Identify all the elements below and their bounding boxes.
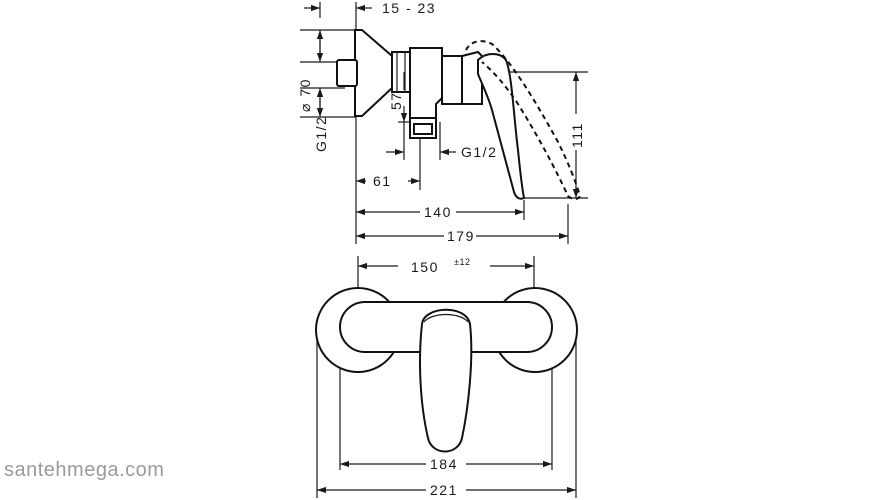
side-view: 15 - 23 ⌀ 70 G1/2 57 G1/2 61 140 179	[297, 0, 588, 244]
dim-offset-label: 15 - 23	[382, 0, 436, 16]
dim-61-label: 61	[373, 173, 392, 189]
dim-150-tolerance: ±12	[454, 257, 470, 267]
front-view: 150 ±12 184 221	[315, 256, 578, 498]
dim-diameter-label: ⌀ 70	[297, 78, 313, 112]
dim-111-label: 111	[569, 122, 585, 148]
lever-handle	[477, 53, 526, 200]
dim-57-label: 57	[388, 91, 404, 110]
lever-alternate-position	[465, 40, 582, 200]
dim-outlet-thread-label: G1/2	[461, 144, 497, 160]
watermark: santehmega.com	[4, 459, 165, 481]
lever-front	[419, 308, 473, 453]
dim-140-label: 140	[424, 204, 452, 220]
mixer-body	[409, 47, 443, 119]
body-sleeve	[441, 55, 463, 105]
dim-inlet-thread-label: G1/2	[313, 116, 329, 152]
outlet-nut	[413, 123, 433, 135]
wall-rosette	[354, 29, 393, 117]
union-nut	[391, 51, 411, 93]
dim-150-label: 150	[411, 259, 439, 275]
inlet-connection	[336, 59, 358, 87]
dim-221-label: 221	[430, 482, 458, 498]
dim-179-label: 179	[447, 228, 475, 244]
dim-184-label: 184	[430, 456, 458, 472]
